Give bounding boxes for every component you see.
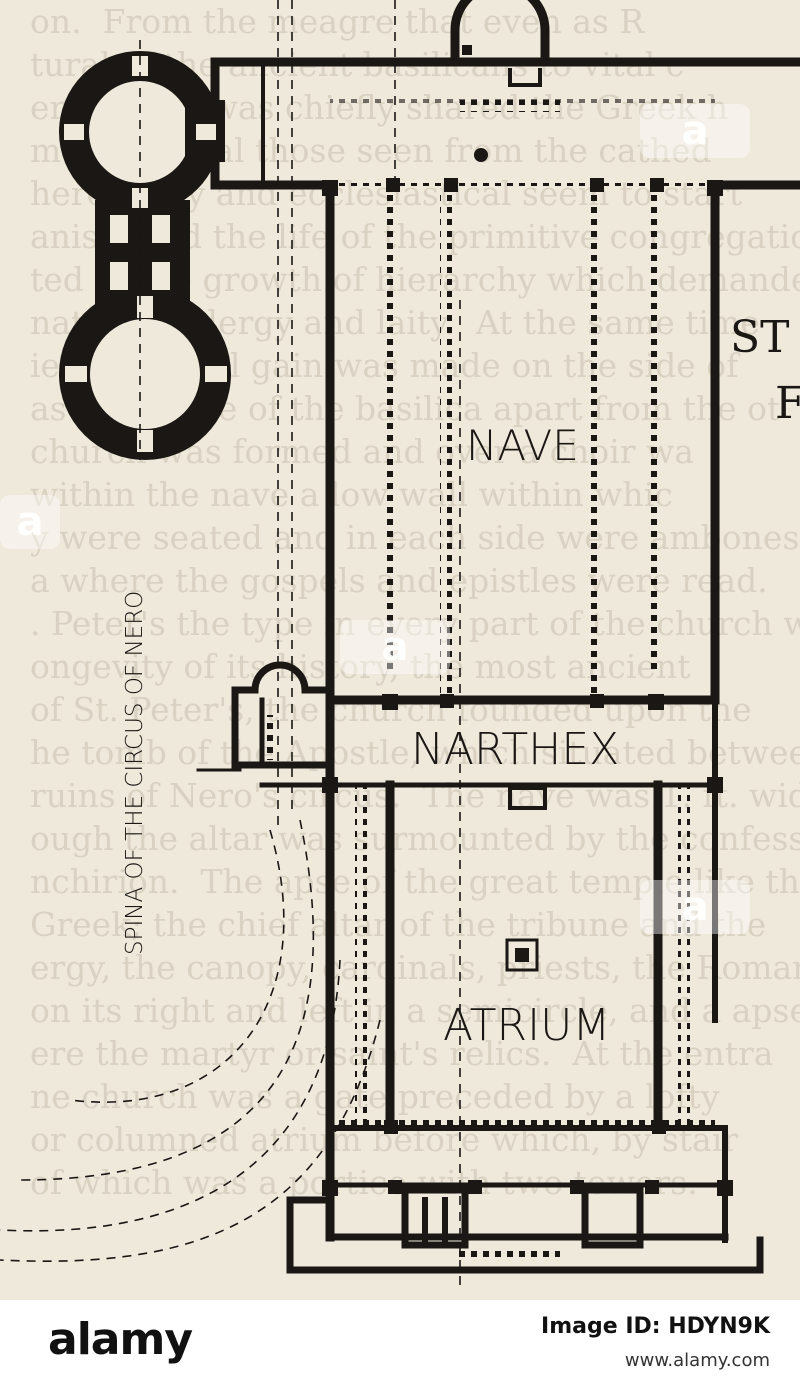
- dashed-axis-lines: [0, 0, 461, 1290]
- site-url: www.alamy.com: [624, 1350, 770, 1371]
- background-text-line: y were seated and in each side were ambo…: [30, 518, 800, 557]
- narthex-label: NARTHEX: [411, 724, 619, 775]
- background-text-line: ergy, the canopy, cardinals, priests, th…: [30, 948, 800, 987]
- background-text-line: within the nave a low wall within whic: [30, 475, 673, 514]
- altar-features: [462, 45, 547, 972]
- nave-label: NAVE: [466, 421, 579, 470]
- alamy-logo: alamy: [48, 1314, 193, 1365]
- rotundas: [59, 51, 231, 460]
- floor-plan: NAVE NARTHEX ATRIUM SPINA OF THE CIRCUS …: [0, 0, 800, 1290]
- spina-label: SPINA OF THE CIRCUS OF NERO: [122, 591, 148, 955]
- atrium-label: ATRIUM: [443, 1000, 610, 1051]
- side-title-line2: F: [775, 378, 800, 429]
- image-id: Image ID: HDYN9K: [541, 1314, 770, 1339]
- nave-colonnades: [264, 95, 715, 1259]
- background-text-line: ongevity of its history, the most ancien…: [30, 647, 691, 686]
- side-title-line1: ST P: [730, 312, 800, 363]
- plan-piers: [322, 178, 733, 1196]
- background-text-line: ne church was a gate preceded by a lofty: [30, 1077, 720, 1116]
- background-text-line: Greek; the chief altar of the tribune an…: [30, 905, 767, 944]
- background-text-line: ere the martyr or saint's relics. At the…: [30, 1034, 774, 1073]
- footer-bar: alamy Image ID: HDYN9K www.alamy.com: [0, 1300, 800, 1390]
- background-text-line: nchirion. The apse of the great temple l…: [30, 862, 800, 901]
